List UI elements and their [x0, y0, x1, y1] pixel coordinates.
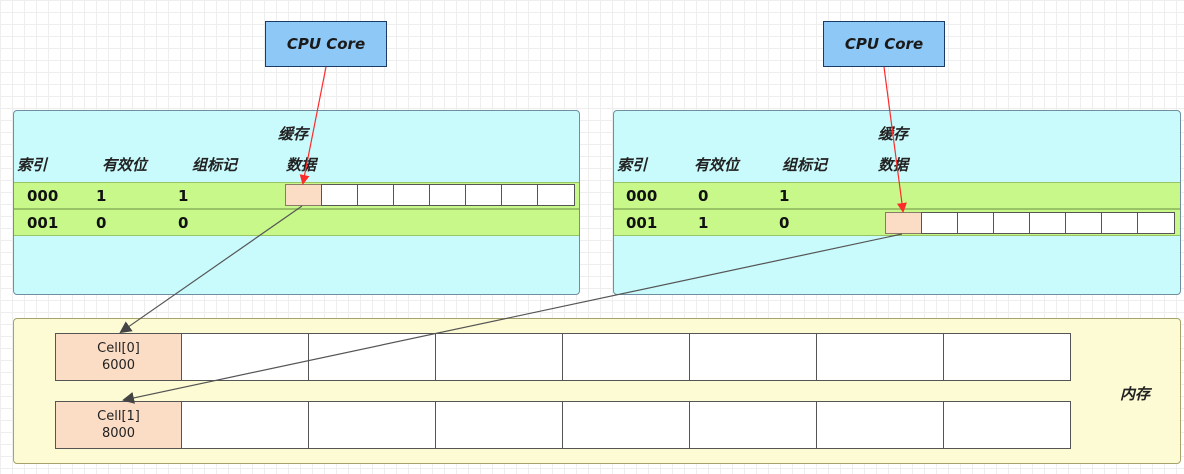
cache-left-header-data: 数据 [286, 156, 317, 174]
memory-cell-empty [308, 401, 436, 449]
memory-cell-empty [181, 333, 309, 381]
memory-cell-empty [435, 401, 563, 449]
cache-right-header-valid: 有效位 [694, 156, 740, 174]
cache-right-data-cell [1029, 212, 1066, 234]
cpu-core-right-label: CPU Core [844, 35, 924, 53]
cache-left-title: 缓存 [278, 125, 309, 143]
cache-right-title: 缓存 [878, 125, 909, 143]
cache-left-row-1-index: 001 [27, 214, 59, 232]
memory-cell-empty [562, 401, 690, 449]
cache-left-data-cell [285, 184, 322, 206]
memory-cell-0-name: Cell[0] [97, 341, 140, 356]
cache-right-data-cell [1101, 212, 1138, 234]
cache-right-row-1-tag: 0 [779, 214, 790, 232]
memory-cell-empty [562, 333, 690, 381]
cpu-core-right: CPU Core [823, 21, 945, 67]
memory-cell-1: Cell[1] 8000 [55, 401, 182, 449]
cache-left-data-cell [357, 184, 394, 206]
memory-cell-empty [435, 333, 563, 381]
cache-right-row-1-valid: 1 [698, 214, 709, 232]
cache-left-data-cell [501, 184, 538, 206]
cache-left-header-valid: 有效位 [102, 156, 148, 174]
cache-left-row-0-valid: 1 [96, 187, 107, 205]
memory-cell-empty [943, 333, 1071, 381]
cache-left-data-cell [429, 184, 466, 206]
cache-left-data-cell [465, 184, 502, 206]
cache-right-row-0-tag: 1 [779, 187, 790, 205]
cpu-core-left: CPU Core [265, 21, 387, 67]
cache-right-row-0-index: 000 [626, 187, 658, 205]
cache-right-header-data: 数据 [878, 156, 909, 174]
memory-cell-empty [181, 401, 309, 449]
cache-left-row-0-tag: 1 [178, 187, 189, 205]
memory-cell-1-name: Cell[1] [97, 409, 140, 424]
cache-right-data-cell [921, 212, 958, 234]
cache-left-row-0-index: 000 [27, 187, 59, 205]
memory-label: 内存 [1120, 385, 1151, 403]
cache-right-data-cell [993, 212, 1030, 234]
cache-right-data-cell [957, 212, 994, 234]
cache-right-data-cell [885, 212, 922, 234]
cache-right-data-cell [1137, 212, 1175, 234]
cache-left-data-cell [393, 184, 430, 206]
cpu-core-left-label: CPU Core [286, 35, 366, 53]
cache-left-header-index: 索引 [17, 156, 48, 174]
cache-left-row-1-valid: 0 [96, 214, 107, 232]
cache-right-header-index: 索引 [617, 156, 648, 174]
cache-right-row-1-index: 001 [626, 214, 658, 232]
cache-left-header-tag: 组标记 [192, 156, 238, 174]
cache-left-data-cell [321, 184, 358, 206]
cache-left-data-cell [537, 184, 575, 206]
memory-cell-0-value: 6000 [101, 358, 136, 373]
memory-cell-0: Cell[0] 6000 [55, 333, 182, 381]
cache-right-data-cell [1065, 212, 1102, 234]
memory-cell-empty [816, 333, 944, 381]
memory-cell-empty [816, 401, 944, 449]
cache-right-row-0-valid: 0 [698, 187, 709, 205]
cache-right-header-tag: 组标记 [782, 156, 828, 174]
memory-cell-empty [689, 401, 817, 449]
cache-left-row-1-tag: 0 [178, 214, 189, 232]
memory-cell-empty [308, 333, 436, 381]
memory-cell-empty [943, 401, 1071, 449]
memory-cell-1-value: 8000 [101, 426, 136, 441]
memory-cell-empty [689, 333, 817, 381]
